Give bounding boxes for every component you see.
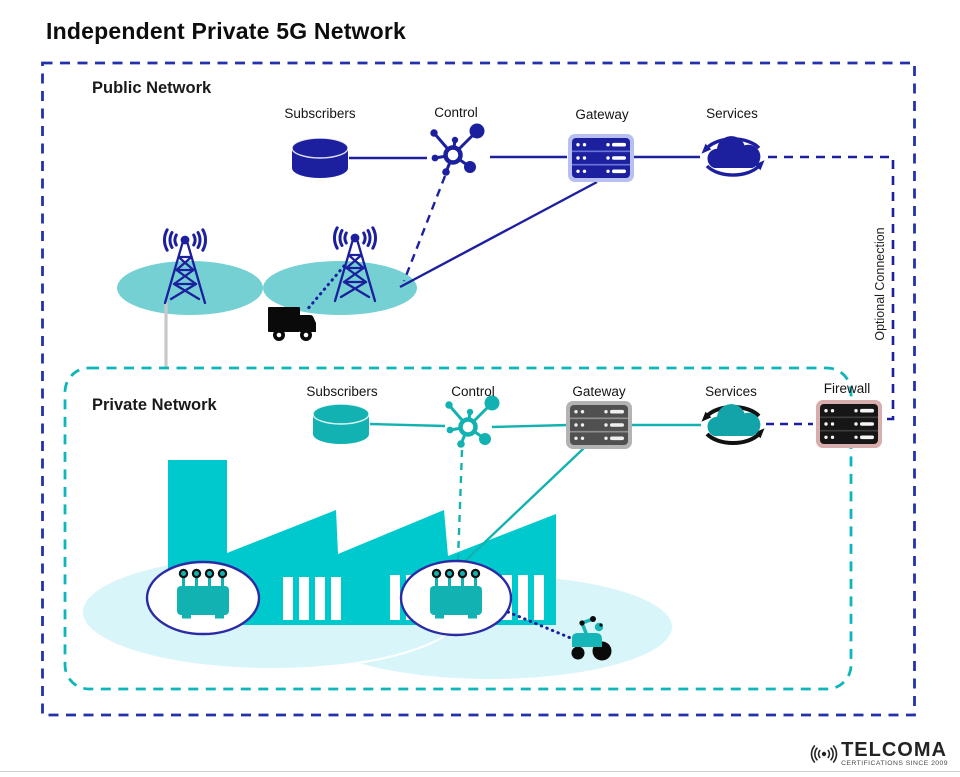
truck-icon [268, 307, 316, 341]
public-services-cloud-icon [701, 136, 765, 177]
private-subscribers-label: Subscribers [306, 384, 378, 399]
private-network-box [63, 366, 853, 691]
public-gateway-label: Gateway [575, 107, 629, 122]
logo-tagline: CERTIFICATIONS SINCE 2009 [841, 760, 948, 768]
bottom-divider [0, 771, 960, 772]
device-robot-radio-link [506, 610, 575, 641]
private-services-label: Services [705, 384, 757, 399]
optional-connection-label: Optional Connection [873, 227, 887, 341]
private-gateway-label: Gateway [572, 384, 626, 399]
firewall-server-icon [816, 400, 882, 448]
public-network-label: Public Network [92, 79, 212, 97]
public-subscribers-label: Subscribers [284, 106, 356, 121]
optional-connection-path [768, 155, 895, 421]
logo-name: TELCOMA [841, 739, 947, 762]
small-cell-spotlight-2 [399, 559, 513, 637]
public-network-box [41, 61, 916, 717]
private-row-links [369, 422, 701, 429]
public-gateway-server-icon [568, 134, 634, 182]
private-gateway-server-icon [566, 401, 632, 449]
private-control-hub-icon [445, 395, 500, 448]
public-subscribers-database-icon [291, 137, 349, 178]
robot-icon [571, 616, 612, 661]
small-cell-spotlight-1 [145, 560, 261, 636]
page-title: Independent Private 5G Network [46, 18, 407, 44]
public-row-links [349, 155, 700, 160]
tower-truck-radio-link [304, 264, 346, 313]
private-control-label: Control [451, 384, 495, 399]
firewall-label: Firewall [823, 381, 871, 396]
public-control-hub-icon [430, 123, 485, 176]
private-subscribers-database-icon [312, 403, 370, 444]
telcoma-logo: TELCOMA CERTIFICATIONS SINCE 2009 [810, 740, 948, 768]
link-private-gateway-device [463, 447, 585, 563]
public-services-label: Services [706, 106, 758, 121]
public-control-label: Control [434, 105, 478, 120]
radio-waves-icon [810, 745, 838, 763]
private-services-cloud-icon [701, 404, 765, 446]
link-control-tower-dashed [402, 175, 447, 282]
link-private-control-device-dashed [456, 449, 464, 561]
link-gateway-tower [399, 180, 598, 289]
private-network-label: Private Network [92, 396, 217, 414]
